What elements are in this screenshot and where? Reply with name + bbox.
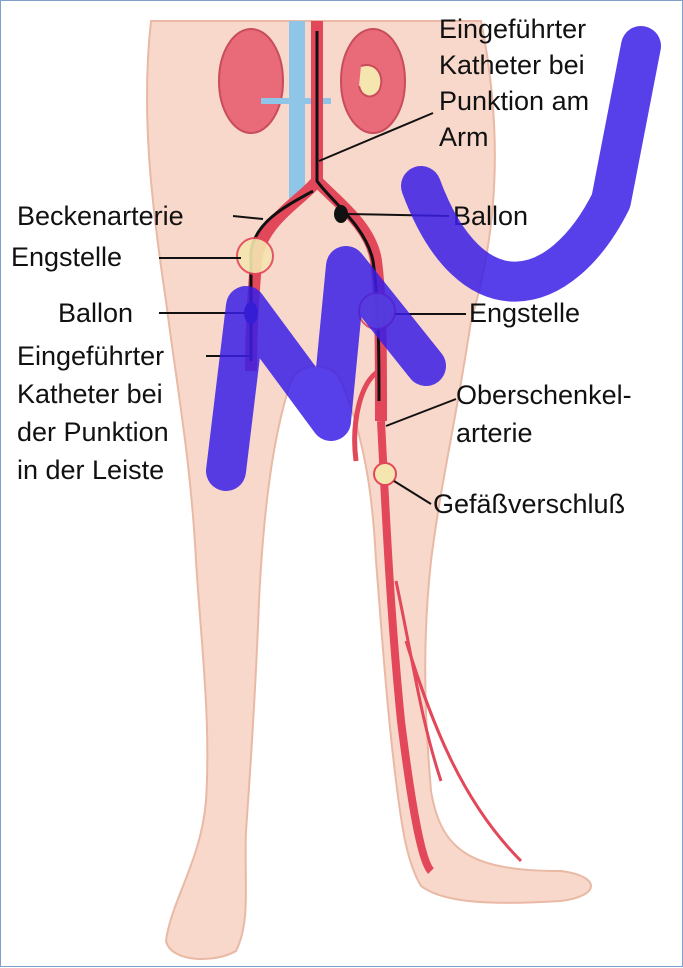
label-catheter-arm-line2: Katheter bei: [439, 49, 585, 81]
label-oberschenkelarterie-line1: Oberschenkel-: [456, 379, 632, 411]
balloon-right-marker: [334, 205, 348, 223]
kidney-right-pelvis: [359, 65, 381, 96]
label-catheter-groin-line4: in der Leiste: [17, 454, 164, 486]
label-catheter-groin-line3: der Punktion: [17, 416, 169, 448]
label-catheter-arm-line4: Arm: [439, 121, 489, 153]
occlusion-marker: [374, 463, 396, 485]
balloon-left-marker: [244, 302, 258, 324]
label-catheter-arm-line3: Punktion am: [439, 85, 589, 117]
stenosis-left-marker: [237, 238, 273, 274]
label-gefaessverschluss: Gefäßverschluß: [433, 488, 625, 520]
label-ballon-left: Ballon: [58, 297, 133, 329]
label-ballon-right: Ballon: [453, 200, 528, 232]
label-catheter-arm-line1: Eingeführter: [439, 13, 586, 45]
label-catheter-groin-line2: Katheter bei: [17, 378, 163, 410]
label-engstelle-left: Engstelle: [11, 241, 122, 273]
label-catheter-groin-line1: Eingeführter: [17, 340, 164, 372]
label-beckenarterie: Beckenarterie: [17, 200, 184, 232]
kidney-left: [219, 29, 283, 133]
label-oberschenkelarterie-line2: arterie: [456, 417, 533, 449]
stenosis-right-marker: [359, 293, 395, 329]
label-engstelle-right: Engstelle: [469, 297, 580, 329]
